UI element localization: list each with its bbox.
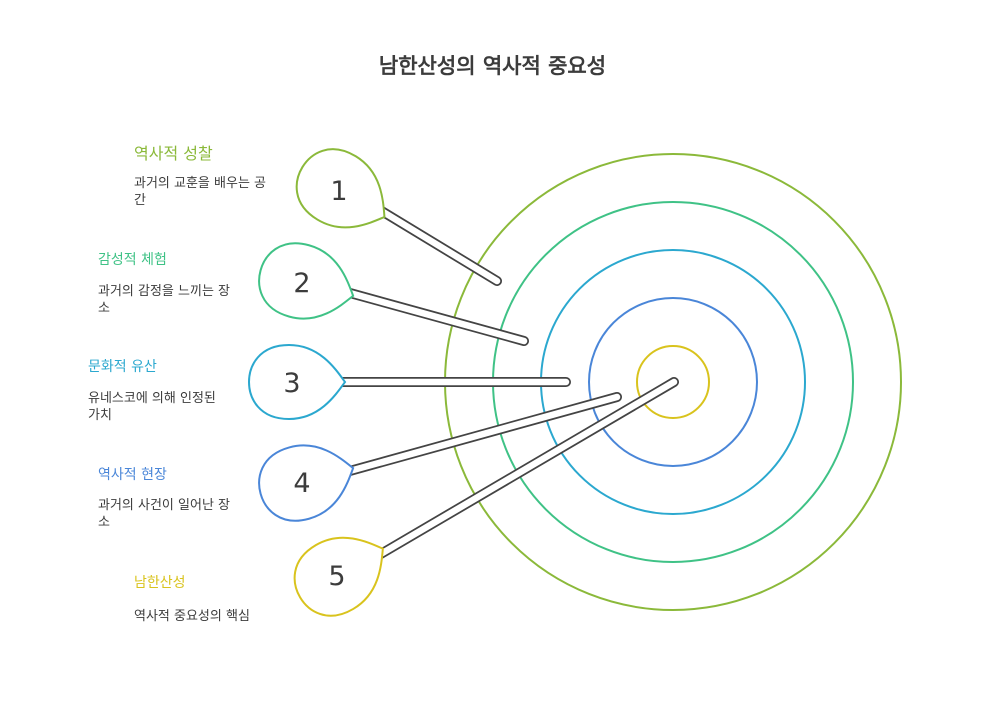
feather-outline-4 xyxy=(258,444,355,522)
arrow-shaft-inner-5 xyxy=(341,378,678,579)
item-3-number: 3 xyxy=(283,368,300,399)
item-1-desc: 과거의 교훈을 배우는 공간 xyxy=(134,176,266,208)
feather-1 xyxy=(295,148,386,229)
item-3-title: 문화적 유산 xyxy=(88,359,157,375)
arrow-shaft-inner-4 xyxy=(306,393,621,486)
target-ring-5 xyxy=(636,345,710,419)
item-4-desc: 과거의 사건이 일어난 장소 xyxy=(98,498,230,530)
item-2-title: 감성적 체험 xyxy=(98,252,167,268)
item-5-desc: 역사적 중요성의 핵심 xyxy=(134,609,250,624)
item-1-number: 1 xyxy=(330,176,347,207)
page-title: 남한산성의 역사적 중요성 xyxy=(378,54,607,78)
feather-4 xyxy=(258,444,355,522)
item-5-title: 남한산성 xyxy=(134,575,186,591)
item-2-desc: 과거의 감정을 느끼는 장소 xyxy=(98,284,230,316)
feather-3 xyxy=(247,343,347,421)
item-4-number: 4 xyxy=(293,468,310,499)
feather-outline-2 xyxy=(258,242,355,320)
arrow-feathers: 1 2 3 4 5 xyxy=(247,148,386,617)
item-2-number: 2 xyxy=(293,268,310,299)
target-ring-4 xyxy=(588,297,758,467)
item-5-number: 5 xyxy=(328,561,345,592)
feather-outline-3 xyxy=(247,343,347,421)
item-1-title: 역사적 성찰 xyxy=(134,144,213,163)
feather-outline-1 xyxy=(295,148,386,229)
feather-outline-5 xyxy=(293,536,384,617)
feather-5 xyxy=(293,536,384,617)
arrows xyxy=(295,185,679,580)
feather-2 xyxy=(258,242,355,320)
item-3-desc: 유네스코에 의해 인정된 가치 xyxy=(88,391,216,423)
item-4-title: 역사적 현장 xyxy=(98,467,167,483)
